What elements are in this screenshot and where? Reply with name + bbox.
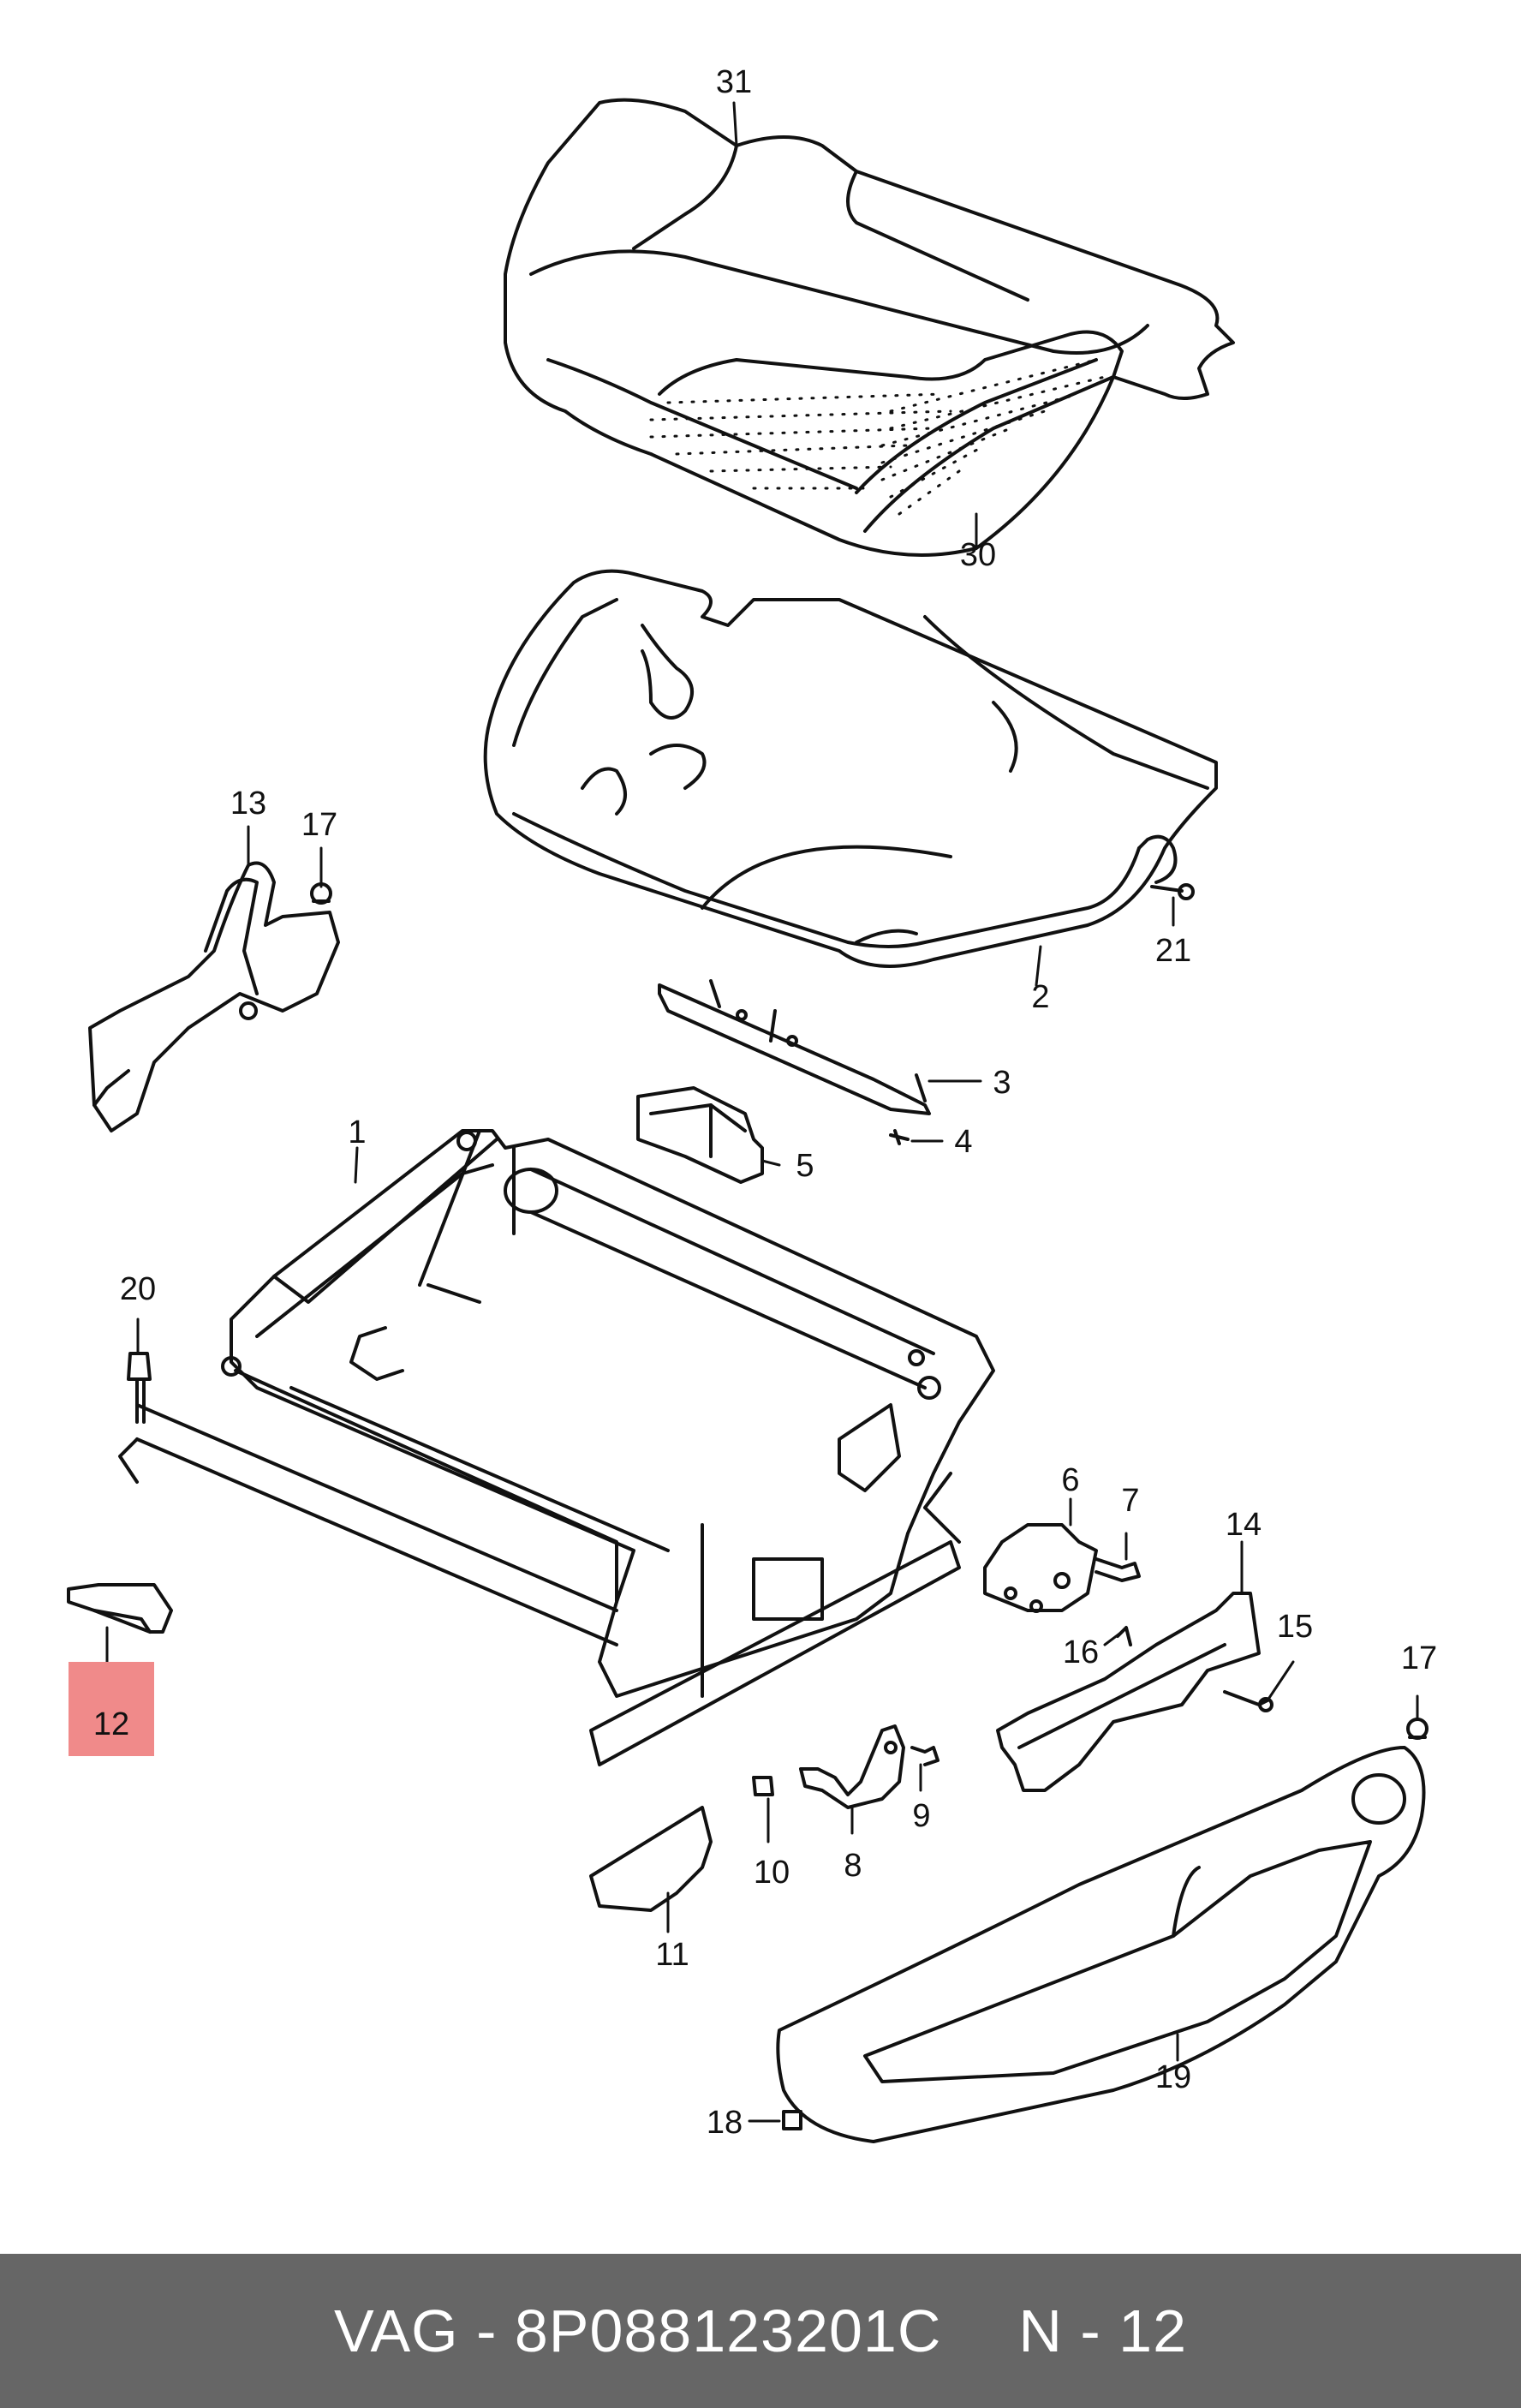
callout-5: 5 (796, 1148, 814, 1184)
seat-frame-exploded-diagram (67, 98, 1429, 2143)
seat-motor (636, 1086, 764, 1184)
callout-19: 19 (1154, 2059, 1192, 2095)
clip-10 (752, 1776, 774, 1796)
callout-7: 7 (1121, 1483, 1140, 1519)
part-number-label: VAG - 8P088123201C (333, 2297, 942, 2364)
clip-17b (1406, 1718, 1429, 1740)
callout-leaders (105, 101, 1419, 2123)
callout-11: 11 (655, 1937, 689, 1973)
callout-17b: 17 (1400, 1640, 1438, 1676)
screw-4 (889, 1129, 910, 1145)
trim-piece-11 (589, 1806, 713, 1912)
screw-15 (1223, 1690, 1273, 1712)
recliner-mechanism-6 (983, 1523, 1098, 1613)
callout-16: 16 (1062, 1634, 1100, 1670)
bolt-20 (127, 1352, 152, 1424)
cable-bracket-14 (996, 1592, 1261, 1792)
adjuster-bracket (658, 979, 931, 1115)
callout-31: 31 (715, 64, 753, 100)
position-label: N - 12 (1018, 2297, 1187, 2364)
callout-4: 4 (954, 1124, 973, 1160)
seat-pan-screw-21 (1150, 883, 1195, 900)
side-bracket-13 (88, 861, 340, 1132)
callout-8: 8 (844, 1848, 862, 1884)
callout-2: 2 (1031, 979, 1050, 1015)
screw-9 (910, 1746, 939, 1766)
callout-18: 18 (706, 2105, 743, 2141)
callout-3: 3 (993, 1065, 1011, 1101)
callout-12-highlighted: 12 (69, 1662, 154, 1756)
seat-frame (118, 1129, 995, 1766)
callout-15: 15 (1276, 1609, 1314, 1645)
latch-plate-8 (799, 1724, 905, 1809)
callout-9: 9 (912, 1798, 931, 1834)
callout-6: 6 (1061, 1462, 1080, 1498)
callout-10: 10 (753, 1855, 790, 1891)
seat-pan (483, 569, 1218, 968)
seat-cushion-cover (504, 98, 1235, 557)
callout-20: 20 (119, 1271, 157, 1307)
callout-17a: 17 (301, 807, 338, 843)
seat-cushion-texture (649, 358, 1106, 516)
callout-21: 21 (1154, 933, 1192, 969)
trim-cover-12 (67, 1583, 173, 1634)
side-panel-19 (776, 1746, 1426, 2143)
callout-30: 30 (959, 537, 997, 573)
bolt-7 (1095, 1557, 1141, 1582)
footer-bar: VAG - 8P088123201C N - 12 (0, 2254, 1521, 2408)
callout-1: 1 (348, 1114, 367, 1150)
clip-18 (782, 2110, 802, 2130)
callout-13: 13 (230, 786, 267, 822)
callout-14: 14 (1225, 1507, 1262, 1543)
